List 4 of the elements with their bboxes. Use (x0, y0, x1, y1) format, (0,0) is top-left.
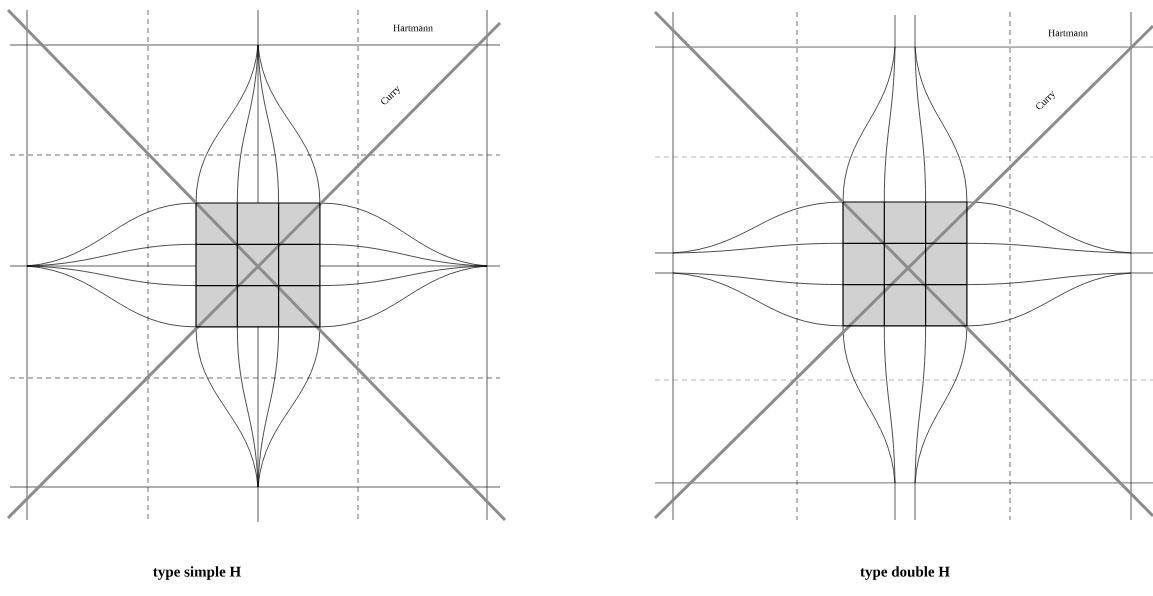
line-label: Hartmann (1048, 29, 1088, 37)
panel-caption: type simple H (153, 566, 241, 580)
line-label: Hartmann (393, 24, 433, 32)
panel-caption: type double H (860, 566, 950, 580)
